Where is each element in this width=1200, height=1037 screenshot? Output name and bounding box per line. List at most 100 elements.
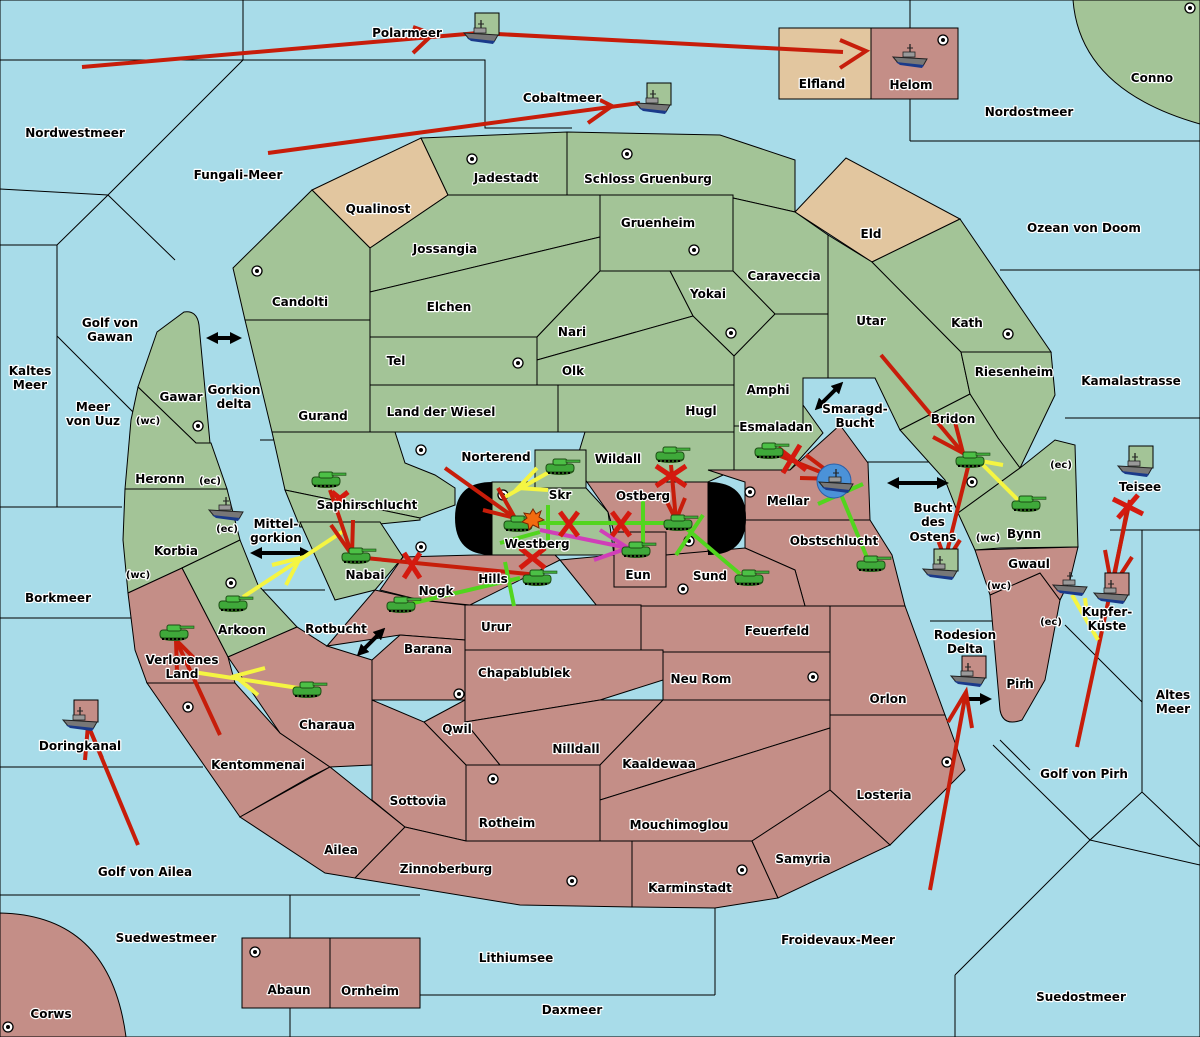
label-smaragd1: Smaragd- (822, 402, 887, 416)
supply-center-icon (744, 486, 756, 498)
label-nordostmeer: Nordostmeer (985, 105, 1074, 119)
label-helom: Helom (889, 78, 932, 92)
label-smaragd2: Bucht (835, 416, 874, 430)
fleet-unit[interactable] (950, 655, 987, 688)
supply-center-icon (512, 357, 524, 369)
order-move (364, 556, 539, 577)
label-verl2: Land (166, 667, 199, 681)
supply-center-icon (937, 34, 949, 46)
order-support-head (271, 554, 304, 586)
label-esmaladan: Esmaladan (739, 420, 812, 434)
failed-x (1111, 493, 1145, 520)
fleet-unit[interactable] (1117, 445, 1154, 478)
label-samyria: Samyria (775, 852, 830, 866)
fleet-unit[interactable] (62, 699, 99, 732)
order-support (978, 460, 1020, 502)
label-daxmeer: Daxmeer (542, 1003, 603, 1017)
label-verl1: Verlorenes (146, 653, 219, 667)
label-rotheim: Rotheim (479, 816, 536, 830)
order-move (174, 639, 222, 736)
failed-x (330, 490, 350, 507)
label-amphi: Amphi (746, 383, 789, 397)
territory-karminstadt (631, 840, 779, 909)
label-karmin: Karminstadt (648, 881, 732, 895)
label-kamala: Kamalastrasse (1081, 374, 1181, 388)
order-arrowhead (838, 38, 871, 70)
label-suedostmeer: Suedostmeer (1036, 990, 1126, 1004)
label-gwaul: Gwaul (1008, 557, 1050, 571)
territory-pirh (989, 572, 1061, 723)
territory-conno (1072, 0, 1200, 125)
label-cobaltmeer: Cobaltmeer (523, 91, 601, 105)
label-gawar: Gawar (159, 390, 202, 404)
label-gurand: Gurand (298, 409, 348, 423)
label-kaltes2: Meer (13, 378, 47, 392)
supply-center-icon (807, 671, 819, 683)
label-mittel1: Mittel- (254, 517, 299, 531)
label-corws: Corws (30, 1007, 71, 1021)
connector-rotbucht (356, 627, 386, 657)
label-abaun: Abaun (267, 983, 310, 997)
label-hills: Hills (478, 572, 508, 586)
label-kaaldewaa: Kaaldewaa (622, 757, 696, 771)
label-gawan2: Gawan (87, 330, 133, 344)
supply-center-icon (736, 864, 748, 876)
label-borkmeer: Borkmeer (25, 591, 91, 605)
label-qwil: Qwil (442, 722, 472, 736)
order-support (1070, 593, 1100, 642)
label-nogk: Nogk (419, 584, 455, 598)
label-ec: (ec) (1040, 617, 1062, 628)
supply-center-icon (677, 583, 689, 595)
territory-gruenheim (599, 194, 734, 272)
failed-x (401, 551, 423, 580)
label-olk: Olk (562, 364, 585, 378)
supply-center-icon (466, 153, 478, 165)
label-kath: Kath (951, 316, 983, 330)
label-neurom: Neu Rom (671, 672, 732, 686)
label-westberg: Westberg (504, 537, 569, 551)
territory-corws (0, 912, 127, 1037)
supply-center-icon (621, 148, 633, 160)
label-ec: (ec) (216, 524, 238, 535)
fleet-unit[interactable] (1093, 572, 1130, 605)
order-support (192, 670, 306, 691)
label-gorkion1: Gorkion (208, 383, 261, 397)
order-hold (674, 513, 705, 557)
label-suedwestmeer: Suedwestmeer (116, 931, 217, 945)
label-nordwestmeer: Nordwestmeer (25, 126, 125, 140)
label-uuz2: von Uuz (66, 414, 120, 428)
label-arkoon: Arkoon (218, 623, 266, 637)
supply-center-icon (941, 756, 953, 768)
label-ostberg: Ostberg (616, 489, 670, 503)
supply-center-icon (453, 688, 465, 700)
label-nabai: Nabai (346, 568, 385, 582)
label-lithiumsee: Lithiumsee (479, 951, 554, 965)
label-fungali: Fungali-Meer (194, 168, 283, 182)
failed-order-markers (330, 443, 1145, 580)
label-rodesion1: Rodesion (934, 628, 996, 642)
label-wc: (wc) (126, 570, 150, 581)
label-kupfer1: Kupfer- (1082, 605, 1132, 619)
label-candolti: Candolti (272, 295, 328, 309)
label-mouchi: Mouchimoglou (630, 818, 729, 832)
fleet-unit[interactable] (922, 548, 959, 581)
label-chapa: Chapablublek (478, 666, 571, 680)
label-elchen: Elchen (427, 300, 472, 314)
label-feuerfeld: Feuerfeld (745, 624, 810, 638)
order-support-head (230, 666, 266, 697)
order-hold (499, 530, 541, 545)
label-losteria: Losteria (856, 788, 911, 802)
label-saphir: Saphirschlucht (317, 498, 418, 512)
label-hugl: Hugl (685, 404, 716, 418)
fleet-unit[interactable] (635, 82, 672, 115)
impassable-west (455, 482, 492, 555)
label-teisee: Teisee (1119, 480, 1161, 494)
connector-smaragd (814, 381, 844, 411)
label-pirh_golf: Golf von Pirh (1040, 767, 1128, 781)
impassable-east (708, 482, 746, 555)
supply-center-icon (249, 946, 261, 958)
fleet-unit[interactable] (463, 12, 500, 45)
label-gawan1: Golf von (82, 316, 138, 330)
label-bucht3: Ostens (910, 530, 957, 544)
order-support (504, 469, 552, 499)
